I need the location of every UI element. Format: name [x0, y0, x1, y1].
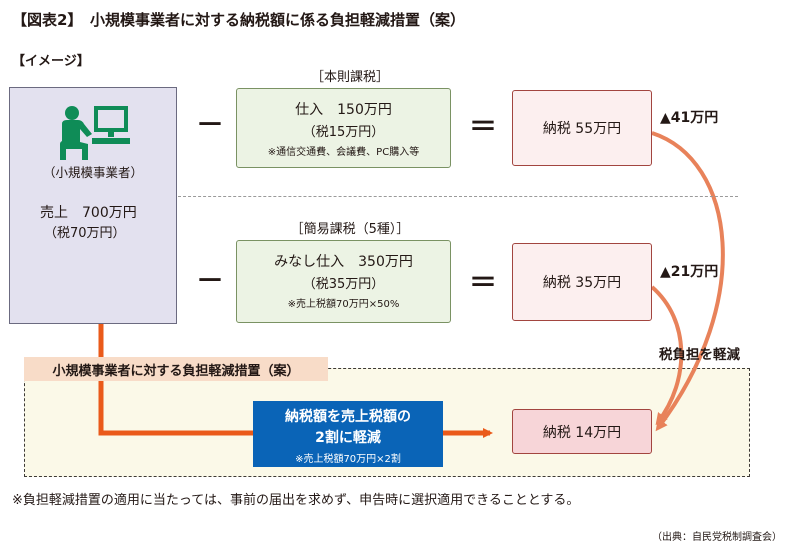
- simplified-reduction: ▲21万円: [660, 264, 719, 280]
- minus-operator-2: －: [196, 264, 225, 297]
- standard-result: 納税 55万円: [512, 90, 652, 166]
- standard-reduction: ▲41万円: [660, 110, 719, 126]
- simplified-result: 納税 35万円: [512, 243, 652, 321]
- simplified-purchase-box: みなし仕入 350万円 （税35万円） ※売上税額70万円×50%: [236, 240, 451, 323]
- business-box: （小規模事業者） 売上 700万円 （税70万円）: [9, 87, 177, 324]
- measure-result: 納税 14万円: [512, 409, 652, 454]
- simplified-note: ※売上税額70万円×50%: [287, 299, 400, 310]
- measure-tag: 小規模事業者に対する負担軽減措置（案）: [24, 357, 328, 381]
- simplified-purchase: みなし仕入 350万円: [274, 254, 413, 270]
- simplified-label: ［簡易課税（5種）］: [290, 222, 410, 237]
- standard-purchase: 仕入 150万円: [295, 102, 392, 118]
- standard-note: ※通信交通費、会議費、PC購入等: [267, 147, 420, 158]
- business-sales: 売上 700万円: [40, 205, 137, 221]
- measure-note: ※売上税額70万円×2割: [295, 454, 401, 465]
- simplified-purchase-tax: （税35万円）: [302, 277, 385, 292]
- standard-label: ［本則課税］: [310, 70, 389, 85]
- footnote: ※負担軽減措置の適用に当たっては、事前の届出を求めず、申告時に選択適用できること…: [12, 493, 580, 508]
- measure-box: 納税額を売上税額の 2割に軽減 ※売上税額70万円×2割: [253, 401, 443, 467]
- equals-operator-2: ＝: [469, 266, 498, 299]
- burden-arrow-from-simplified: [650, 285, 684, 426]
- row-divider: [178, 196, 738, 197]
- measure-line2: 2割に軽減: [315, 430, 381, 446]
- business-sales-tax: （税70万円）: [44, 226, 126, 241]
- person-at-computer-icon: [60, 106, 130, 160]
- standard-purchase-box: 仕入 150万円 （税15万円） ※通信交通費、会議費、PC購入等: [236, 88, 451, 168]
- figure-title: 【図表2】 小規模事業者に対する納税額に係る負担軽減措置（案）: [12, 11, 465, 29]
- equals-operator: ＝: [469, 110, 498, 143]
- source-credit: （出典：自民党税制調査会）: [652, 532, 782, 543]
- burden-arrow-from-standard: [651, 131, 725, 432]
- minus-operator: －: [196, 108, 225, 141]
- burden-reduction-label: 税負担を軽減: [659, 347, 740, 363]
- standard-purchase-tax: （税15万円）: [302, 125, 385, 140]
- image-label: 【イメージ】: [12, 54, 90, 69]
- measure-line1: 納税額を売上税額の: [285, 409, 411, 425]
- business-name: （小規模事業者）: [42, 165, 143, 180]
